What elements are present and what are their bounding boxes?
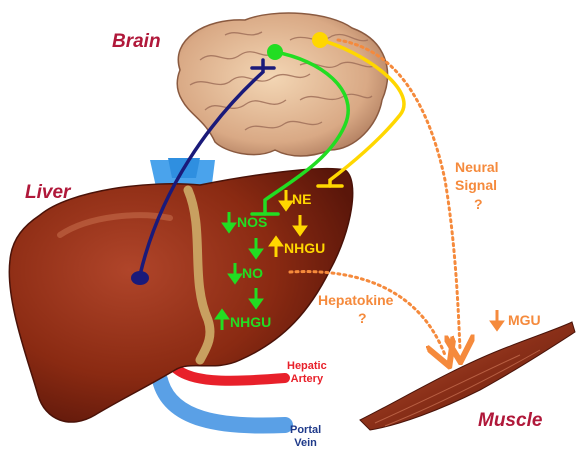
portal-label-line2: Vein — [290, 437, 321, 450]
portal-vein-vessel — [160, 380, 285, 426]
neural-signal-question: ? — [474, 196, 483, 212]
brain-shape — [177, 13, 387, 156]
no-label: NO — [242, 265, 263, 281]
mgu-arrow — [492, 310, 502, 329]
hepatic-label-line1: Hepatic — [287, 360, 327, 373]
nhgu-green-label: NHGU — [230, 314, 271, 330]
hepatic-artery-label: Hepatic Artery — [287, 360, 327, 386]
nos-label: NOS — [237, 214, 267, 230]
portal-label-line1: Portal — [290, 424, 321, 437]
neural-signal-label-1: Neural — [455, 159, 499, 175]
muscle-shape — [360, 322, 575, 430]
hepatic-label-line2: Artery — [287, 373, 327, 386]
muscle-label: Muscle — [478, 410, 542, 432]
mgu-label: MGU — [508, 312, 541, 328]
hepatokine-label: Hepatokine — [318, 292, 393, 308]
liver-label: Liver — [25, 182, 70, 204]
portal-vein-label: Portal Vein — [290, 424, 321, 450]
brain-label: Brain — [112, 31, 161, 53]
ne-label: NE — [292, 191, 311, 207]
blue-terminal-dot — [131, 271, 149, 285]
neural-signal-label-2: Signal — [455, 177, 497, 193]
hepatokine-question: ? — [358, 310, 367, 326]
nhgu-yellow-label: NHGU — [284, 240, 325, 256]
